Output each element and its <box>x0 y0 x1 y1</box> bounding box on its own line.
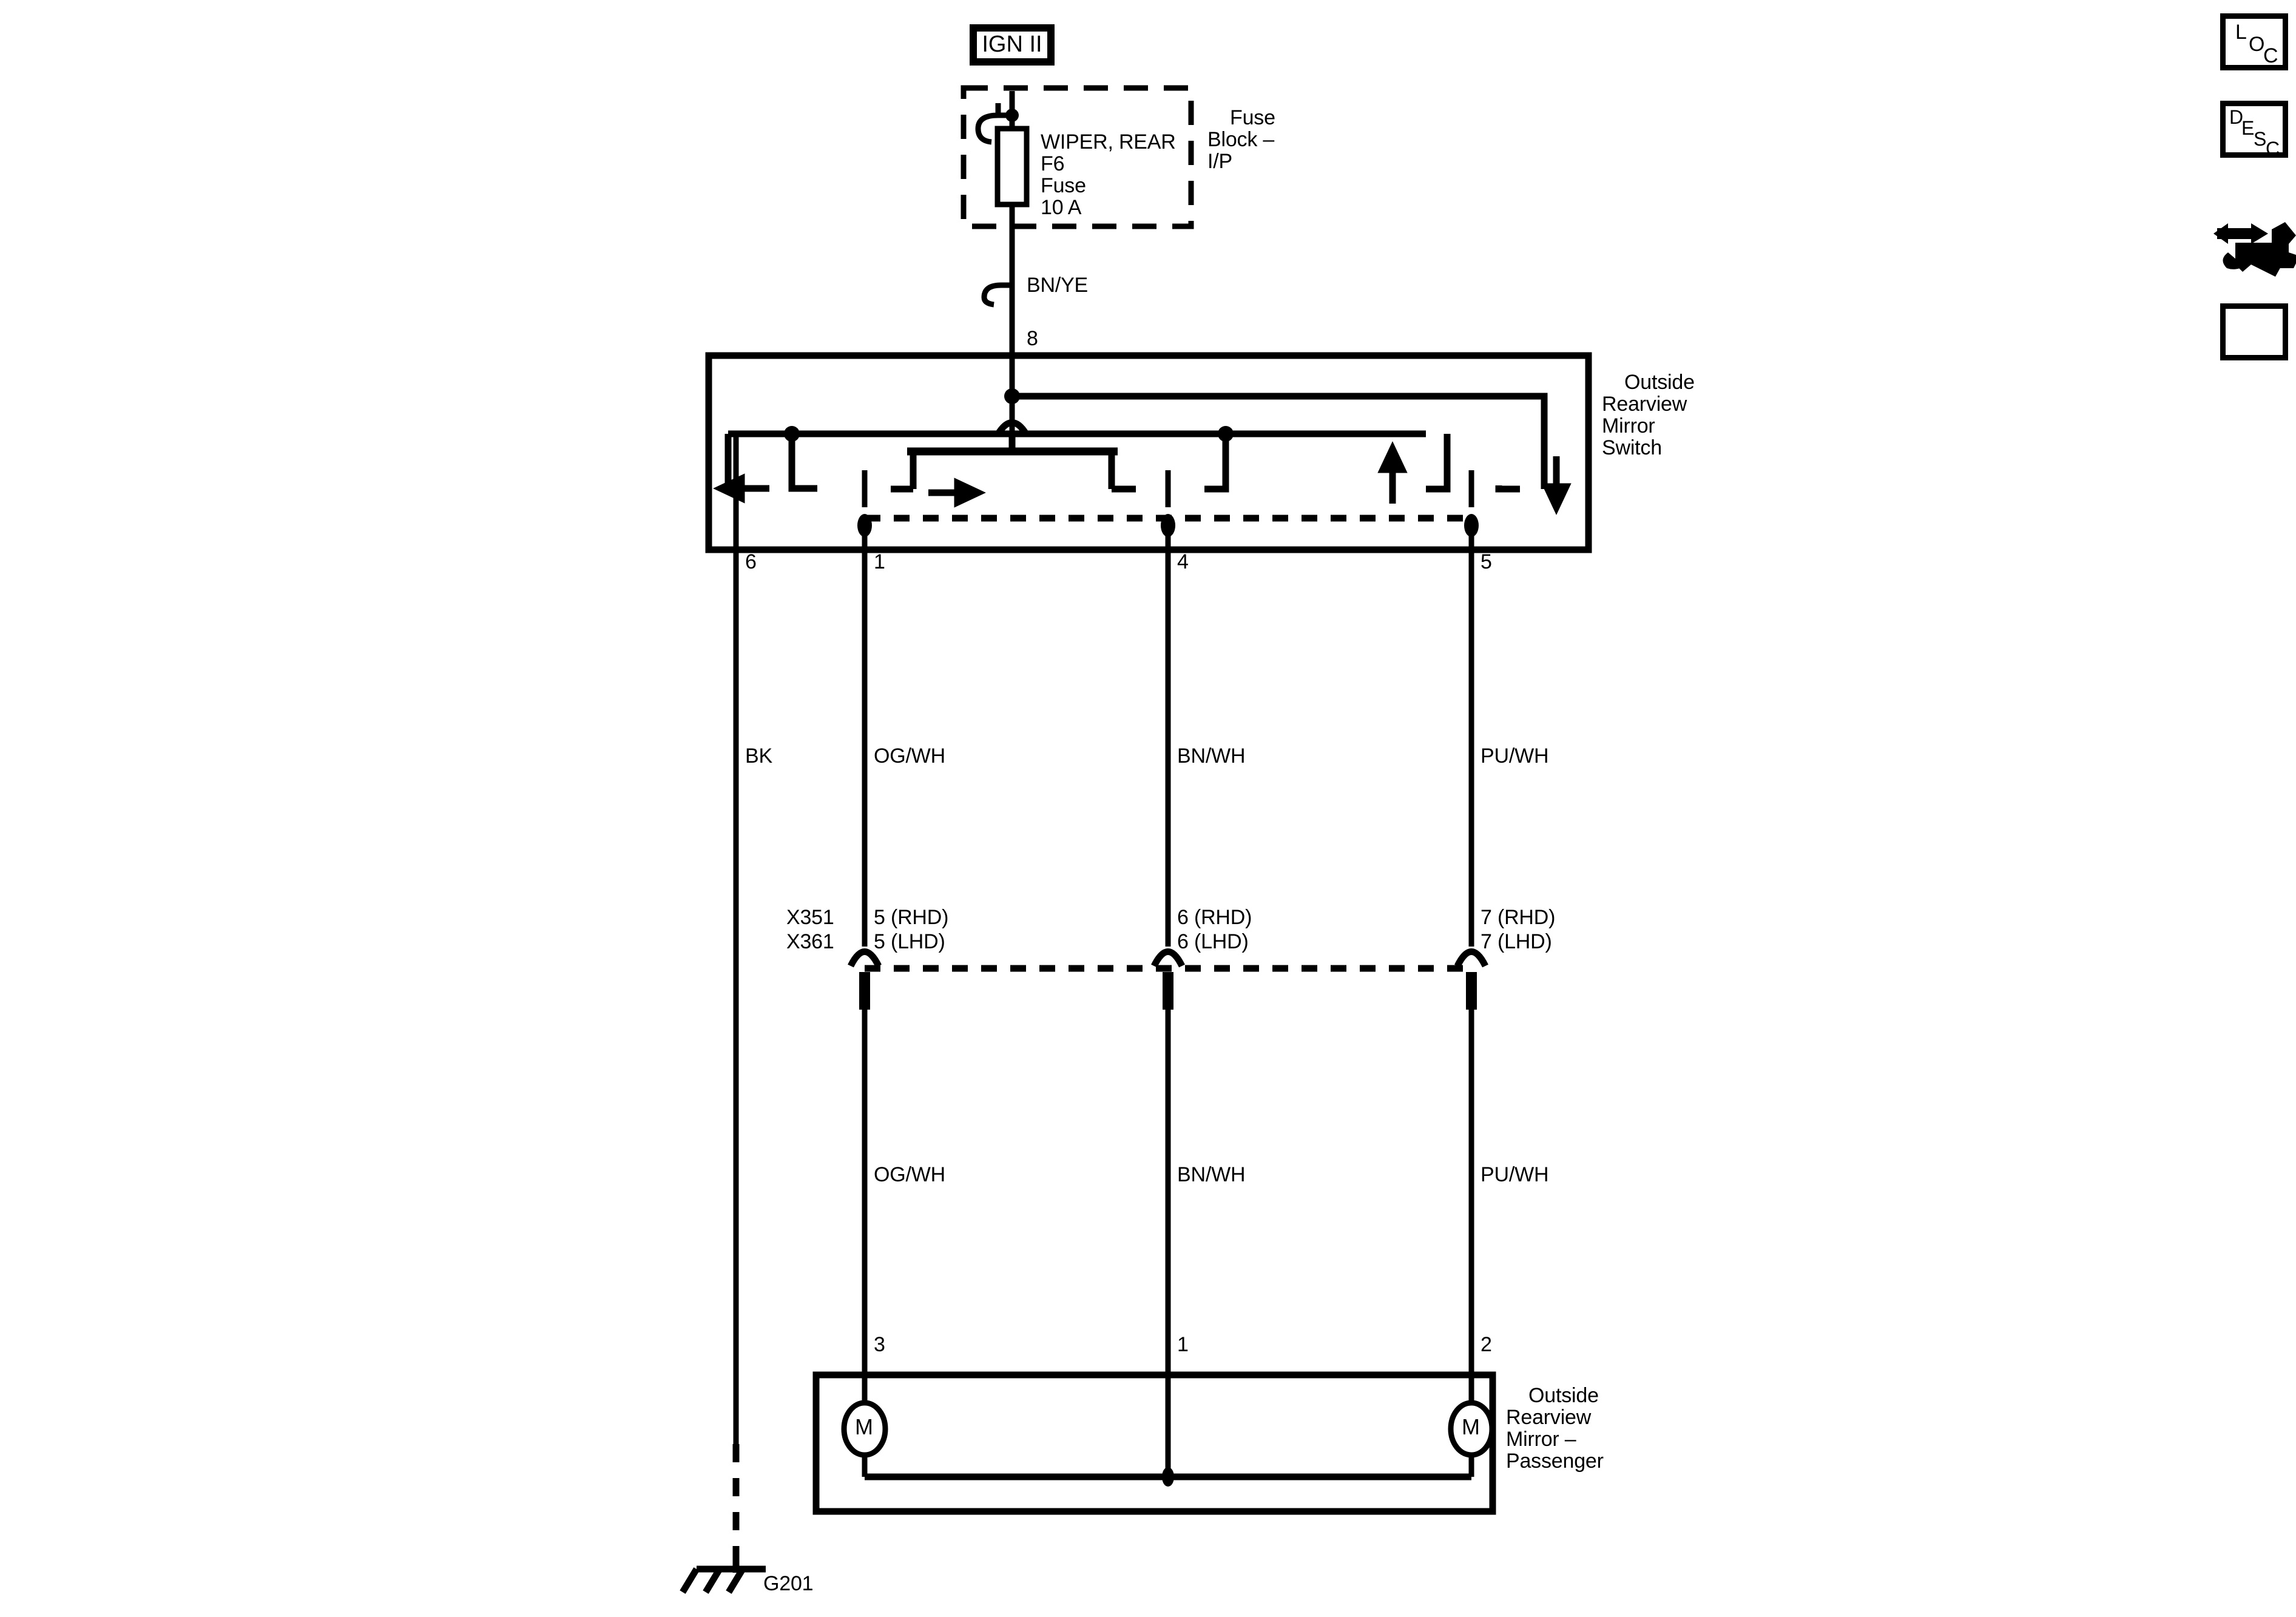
mirror-module-box <box>812 1371 1496 1515</box>
connector-socket-4 <box>1151 948 1185 968</box>
switch-left-dot <box>784 426 800 442</box>
switch-contact-arm-5a <box>1426 434 1451 493</box>
switch-pin-5-label: 5 <box>1481 550 1492 573</box>
fuse-symbol <box>994 126 1030 208</box>
switch-name-label: Outside Rearview Mirror Switch <box>1602 371 1695 459</box>
wire-label-ogwh-lower: OG/WH <box>874 1163 945 1186</box>
switch-pin-4-label: 4 <box>1177 550 1189 573</box>
connector-socket-1 <box>848 948 882 968</box>
wire-label-bnwh-lower: BN/WH <box>1177 1163 1246 1186</box>
connector-id-x361: X361 <box>786 930 834 953</box>
desc-button[interactable]: D E S C <box>2220 101 2288 160</box>
desc-letter-d: D <box>2229 106 2244 128</box>
mirror-pin-1-label: 1 <box>1177 1333 1189 1356</box>
loc-button[interactable]: L O C <box>2220 13 2288 70</box>
wire-hop-icon <box>995 419 1029 436</box>
ground-icon <box>680 1551 766 1594</box>
breaker-hook-icon <box>975 103 1001 145</box>
switch-left-contact-arm <box>788 434 817 492</box>
connector-term-1-lhd: 5 (LHD) <box>874 930 945 953</box>
switch-pin-6-label: 6 <box>745 550 757 573</box>
switch-contact-arm-4b <box>1204 434 1229 493</box>
mirror-pin-3-label: 3 <box>874 1333 885 1356</box>
hand-wrench-icon <box>2213 222 2296 277</box>
motor-left-letter: M <box>855 1414 873 1439</box>
fuse-id-label: F6 <box>1041 152 1065 175</box>
switch-bus-upper-dot <box>1004 388 1020 404</box>
hand-tool-button[interactable] <box>2213 200 2296 279</box>
ground-label: G201 <box>763 1572 814 1595</box>
loc-letter-c: C <box>2263 44 2278 67</box>
switch-mid-dot <box>1218 426 1234 442</box>
arrow-right-icon <box>928 478 986 508</box>
connector-socket-5 <box>1454 948 1488 968</box>
desc-letter-c: C <box>2266 138 2280 160</box>
next-button[interactable] <box>2220 303 2288 360</box>
wire-label-ogwh-upper: OG/WH <box>874 744 945 768</box>
fuse-word-label: Fuse <box>1041 174 1086 197</box>
fuse-block-label: Fuse Block – I/P <box>1207 106 1275 173</box>
ign-source-badge: IGN II <box>970 24 1055 66</box>
switch-pin-1-label: 1 <box>874 550 885 573</box>
fuse-name-label: WIPER, REAR <box>1041 130 1176 154</box>
mirror-common-node <box>1162 1467 1174 1487</box>
switch-bus-upper <box>1012 393 1548 485</box>
connector-term-5-rhd: 7 (RHD) <box>1481 906 1556 929</box>
wire-label-puwh-upper: PU/WH <box>1481 744 1549 768</box>
arrow-up-icon <box>1377 441 1408 504</box>
feed-wire-color-label: BN/YE <box>1027 274 1089 297</box>
desc-letter-e: E <box>2241 117 2255 139</box>
connector-term-4-lhd: 6 (LHD) <box>1177 930 1249 953</box>
connector-term-1-rhd: 5 (RHD) <box>874 906 949 929</box>
switch-box <box>705 352 1592 553</box>
arrow-left-icon <box>713 473 769 504</box>
fuse-rating-label: 10 A <box>1041 196 1082 219</box>
motor-right-letter: M <box>1462 1414 1480 1439</box>
loc-letter-l: L <box>2235 21 2247 44</box>
switch-contact-arm-5b <box>1495 485 1520 493</box>
connector-term-4-rhd: 6 (RHD) <box>1177 906 1252 929</box>
wire-label-bk: BK <box>745 744 772 768</box>
mirror-module-name-label: Outside Rearview Mirror – Passenger <box>1506 1384 1604 1473</box>
loc-letter-o: O <box>2249 33 2265 56</box>
fuse-block-boundary <box>961 85 1194 229</box>
connector-term-5-lhd: 7 (LHD) <box>1481 930 1552 953</box>
wire-label-puwh-lower: PU/WH <box>1481 1163 1549 1186</box>
feed-pin-label: 8 <box>1027 327 1038 350</box>
wire-label-bnwh-upper: BN/WH <box>1177 744 1246 768</box>
connector-id-x351: X351 <box>786 906 834 929</box>
feed-wire-kink <box>981 282 1012 308</box>
switch-center-bridge <box>910 448 1115 489</box>
desc-letter-s: S <box>2254 128 2267 150</box>
ign-source-label: IGN II <box>982 32 1042 57</box>
arrow-down-icon <box>1541 456 1572 515</box>
mirror-pin-2-label: 2 <box>1481 1333 1492 1356</box>
